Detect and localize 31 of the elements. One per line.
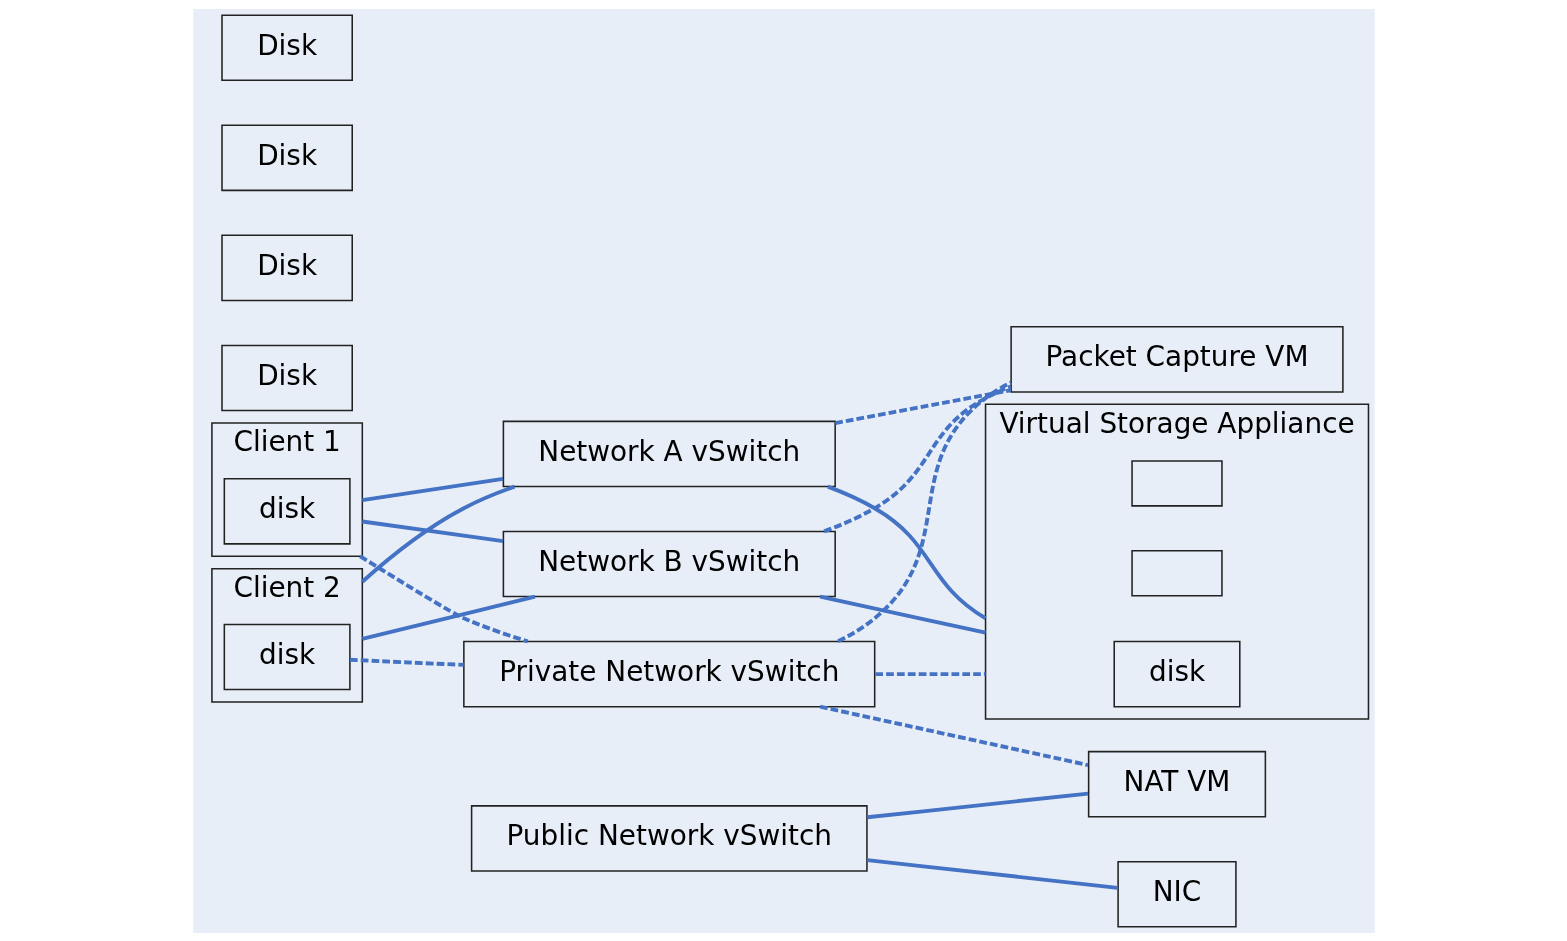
node-box: Network B vSwitch xyxy=(502,530,836,597)
node-box: disk xyxy=(223,477,351,545)
connector xyxy=(866,791,1088,819)
node-box: Disk xyxy=(220,344,353,411)
node-box: Disk xyxy=(220,234,353,301)
connector xyxy=(349,657,464,667)
connector xyxy=(819,594,986,635)
connector xyxy=(361,594,535,641)
node-box: Packet Capture VM xyxy=(1009,325,1344,393)
connector xyxy=(866,857,1118,890)
connector xyxy=(819,704,1088,767)
connector xyxy=(361,476,503,502)
connector xyxy=(836,380,1012,643)
node-box: disk xyxy=(223,623,351,690)
connector xyxy=(360,484,515,583)
node-box xyxy=(1130,459,1223,507)
connector xyxy=(826,484,987,620)
node-box: disk xyxy=(1112,640,1241,707)
node-box: NIC xyxy=(1116,860,1237,928)
node-box: NAT VM xyxy=(1087,750,1266,817)
connector xyxy=(358,554,528,643)
connector xyxy=(874,671,986,676)
node-box: Public Network vSwitch xyxy=(470,804,868,872)
connector xyxy=(822,384,1011,533)
node-box: Private Network vSwitch xyxy=(462,640,875,707)
node-box: Disk xyxy=(220,124,353,191)
node-box: Disk xyxy=(220,13,353,81)
connector xyxy=(361,519,503,543)
node-box xyxy=(1130,549,1223,597)
connector xyxy=(834,387,1011,425)
node-box: Network A vSwitch xyxy=(502,420,836,487)
